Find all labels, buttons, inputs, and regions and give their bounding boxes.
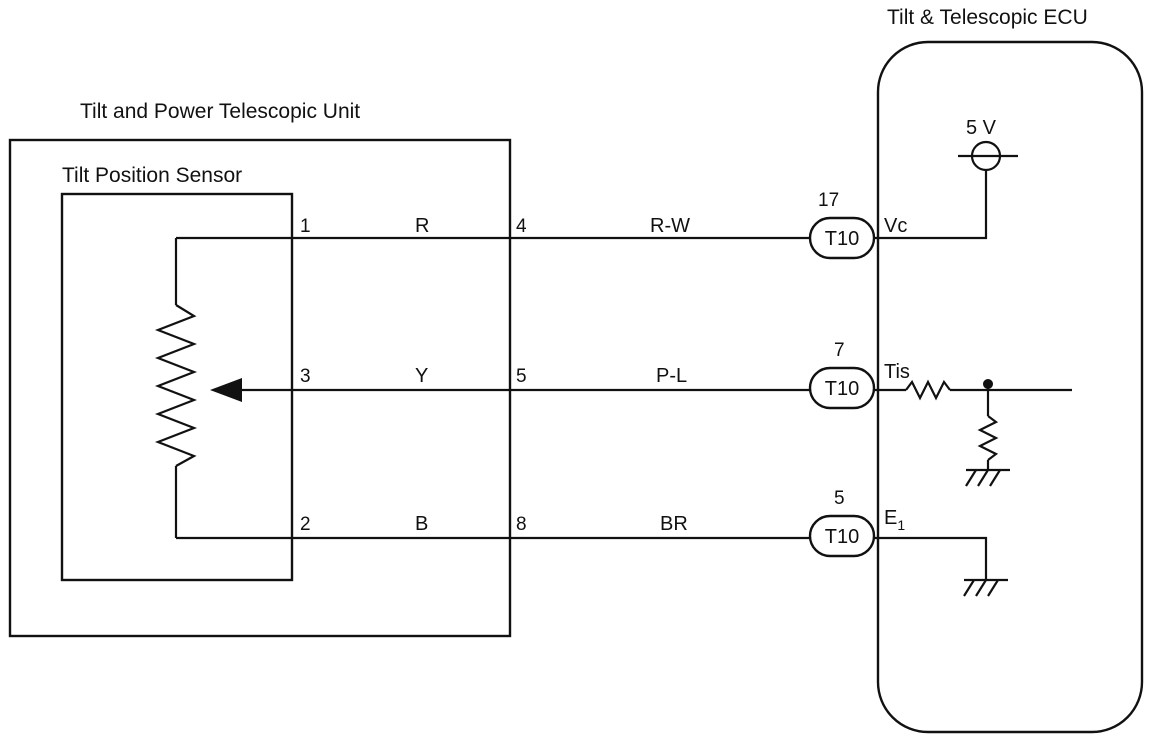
connector-t10-tis: T10 xyxy=(808,366,876,410)
connector-label: T10 xyxy=(825,526,859,548)
sensor-pin-1: 1 xyxy=(300,216,311,237)
inner-color-y: Y xyxy=(415,365,428,387)
terminal-vc: Vc xyxy=(884,215,907,237)
sensor-pin-2: 2 xyxy=(300,514,311,535)
potentiometer xyxy=(154,238,198,538)
wire-color-pl: P-L xyxy=(656,365,687,387)
tis-series-resistor xyxy=(874,379,1072,401)
connector-label: T10 xyxy=(825,228,859,250)
unit-title: Tilt and Power Telescopic Unit xyxy=(80,100,360,123)
ecu-pin-7: 7 xyxy=(834,340,845,361)
terminal-e1: E1 xyxy=(884,507,905,533)
e1-ground xyxy=(874,536,1008,597)
connector-t10-vc: T10 xyxy=(808,216,876,260)
ecu-pin-5: 5 xyxy=(834,488,845,509)
inner-color-r: R xyxy=(415,215,429,237)
connector-label: T10 xyxy=(825,378,859,400)
unit-pin-5: 5 xyxy=(516,366,527,387)
supply-5v-label: 5 V xyxy=(966,117,997,139)
supply-5v-symbol xyxy=(874,140,1018,240)
tis-pulldown-resistor xyxy=(977,384,999,470)
wire-color-br: BR xyxy=(660,513,688,535)
ground-icon xyxy=(965,468,1010,487)
ecu-title: Tilt & Telescopic ECU xyxy=(887,6,1088,29)
connector-t10-e1: T10 xyxy=(808,514,876,558)
ecu-box xyxy=(876,40,1144,734)
wiper-arrow xyxy=(210,378,242,402)
sensor-title: Tilt Position Sensor xyxy=(62,164,242,187)
wire-color-rw: R-W xyxy=(650,215,690,237)
sensor-pin-3: 3 xyxy=(300,366,311,387)
power-telescopic-unit-box xyxy=(8,138,512,638)
inner-color-b: B xyxy=(415,513,428,535)
terminal-tis: Tis xyxy=(884,361,910,383)
unit-pin-4: 4 xyxy=(516,216,527,237)
tilt-position-sensor-box xyxy=(60,192,294,582)
ecu-pin-17: 17 xyxy=(818,190,839,211)
unit-pin-8: 8 xyxy=(516,514,527,535)
